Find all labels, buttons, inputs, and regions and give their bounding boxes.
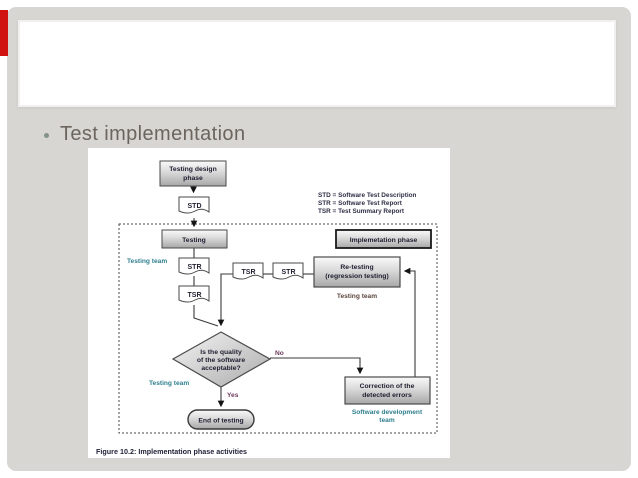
implementation-phase-boundary	[118, 223, 438, 434]
title-placeholder	[18, 20, 616, 107]
accent-bar	[0, 10, 8, 56]
phase-label-box	[335, 229, 432, 249]
flowchart: Testing design phase STD Testing Impleme…	[96, 160, 438, 456]
node-testing-label: Testing	[182, 237, 206, 244]
node-correction-line2: detected errors	[362, 392, 412, 399]
node-tsr-document: TSR	[178, 285, 210, 303]
node-testing-design-phase	[159, 160, 227, 187]
node-str2-label: STR	[282, 269, 296, 276]
node-decision-line1: Is the quality	[200, 349, 242, 356]
node-tsr-label: TSR	[188, 292, 202, 299]
node-testing-design-phase-line1: Testing design	[169, 166, 216, 173]
node-retesting	[313, 256, 401, 288]
node-tsr-document-2: TSR	[232, 262, 264, 280]
node-retesting-line1: Re-testing	[340, 264, 373, 271]
bullet-marker-icon	[44, 132, 49, 138]
node-correction-line1: Correction of the	[360, 383, 415, 390]
figure-panel: Testing design phase STD Testing Impleme…	[88, 148, 450, 458]
node-std-label: STD	[188, 203, 202, 210]
label-retesting-team: Testing team	[337, 293, 377, 300]
figure-caption: Figure 10.2: Implementation phase activi…	[96, 447, 247, 456]
node-testing-design-phase-line2: phase	[183, 175, 203, 182]
label-decision-team: Testing team	[149, 380, 189, 387]
node-end-label: End of testing	[198, 418, 243, 425]
node-str-document-2: STR	[272, 262, 304, 280]
node-correction	[344, 376, 431, 405]
label-no: No	[275, 350, 284, 357]
bullet-line: Test implementation	[44, 121, 245, 147]
connector-no-branch	[270, 357, 364, 375]
label-software-dev-team-line1: Software development	[352, 409, 423, 416]
node-testing	[161, 229, 228, 249]
phase-label-text: Implemetation phase	[350, 237, 418, 244]
label-software-dev-team-line2: team	[379, 417, 395, 424]
legend-line-2: STR = Software Test Report	[318, 200, 403, 207]
label-yes: Yes	[227, 392, 239, 399]
connector-tsr-to-decision	[193, 305, 219, 327]
node-str-document: STR	[178, 257, 210, 275]
node-decision-line2: of the software	[197, 357, 246, 364]
node-std-document: STD	[178, 196, 210, 214]
node-end-of-testing	[187, 409, 255, 430]
bullet-text: Test implementation	[60, 122, 246, 145]
legend-line-1: STD = Software Test Description	[318, 192, 417, 199]
connector-correction-to-retesting	[403, 267, 416, 377]
connector-docs-to-decision	[217, 273, 233, 327]
node-retesting-line2: (regression testing)	[325, 273, 388, 280]
node-tsr2-label: TSR	[242, 269, 256, 276]
legend-line-3: TSR = Test Summary Report	[318, 208, 405, 215]
node-decision-line3: acceptable?	[201, 365, 240, 372]
node-decision	[171, 331, 272, 388]
label-testing-team-1: Testing team	[127, 258, 167, 265]
node-str-label: STR	[188, 264, 202, 271]
